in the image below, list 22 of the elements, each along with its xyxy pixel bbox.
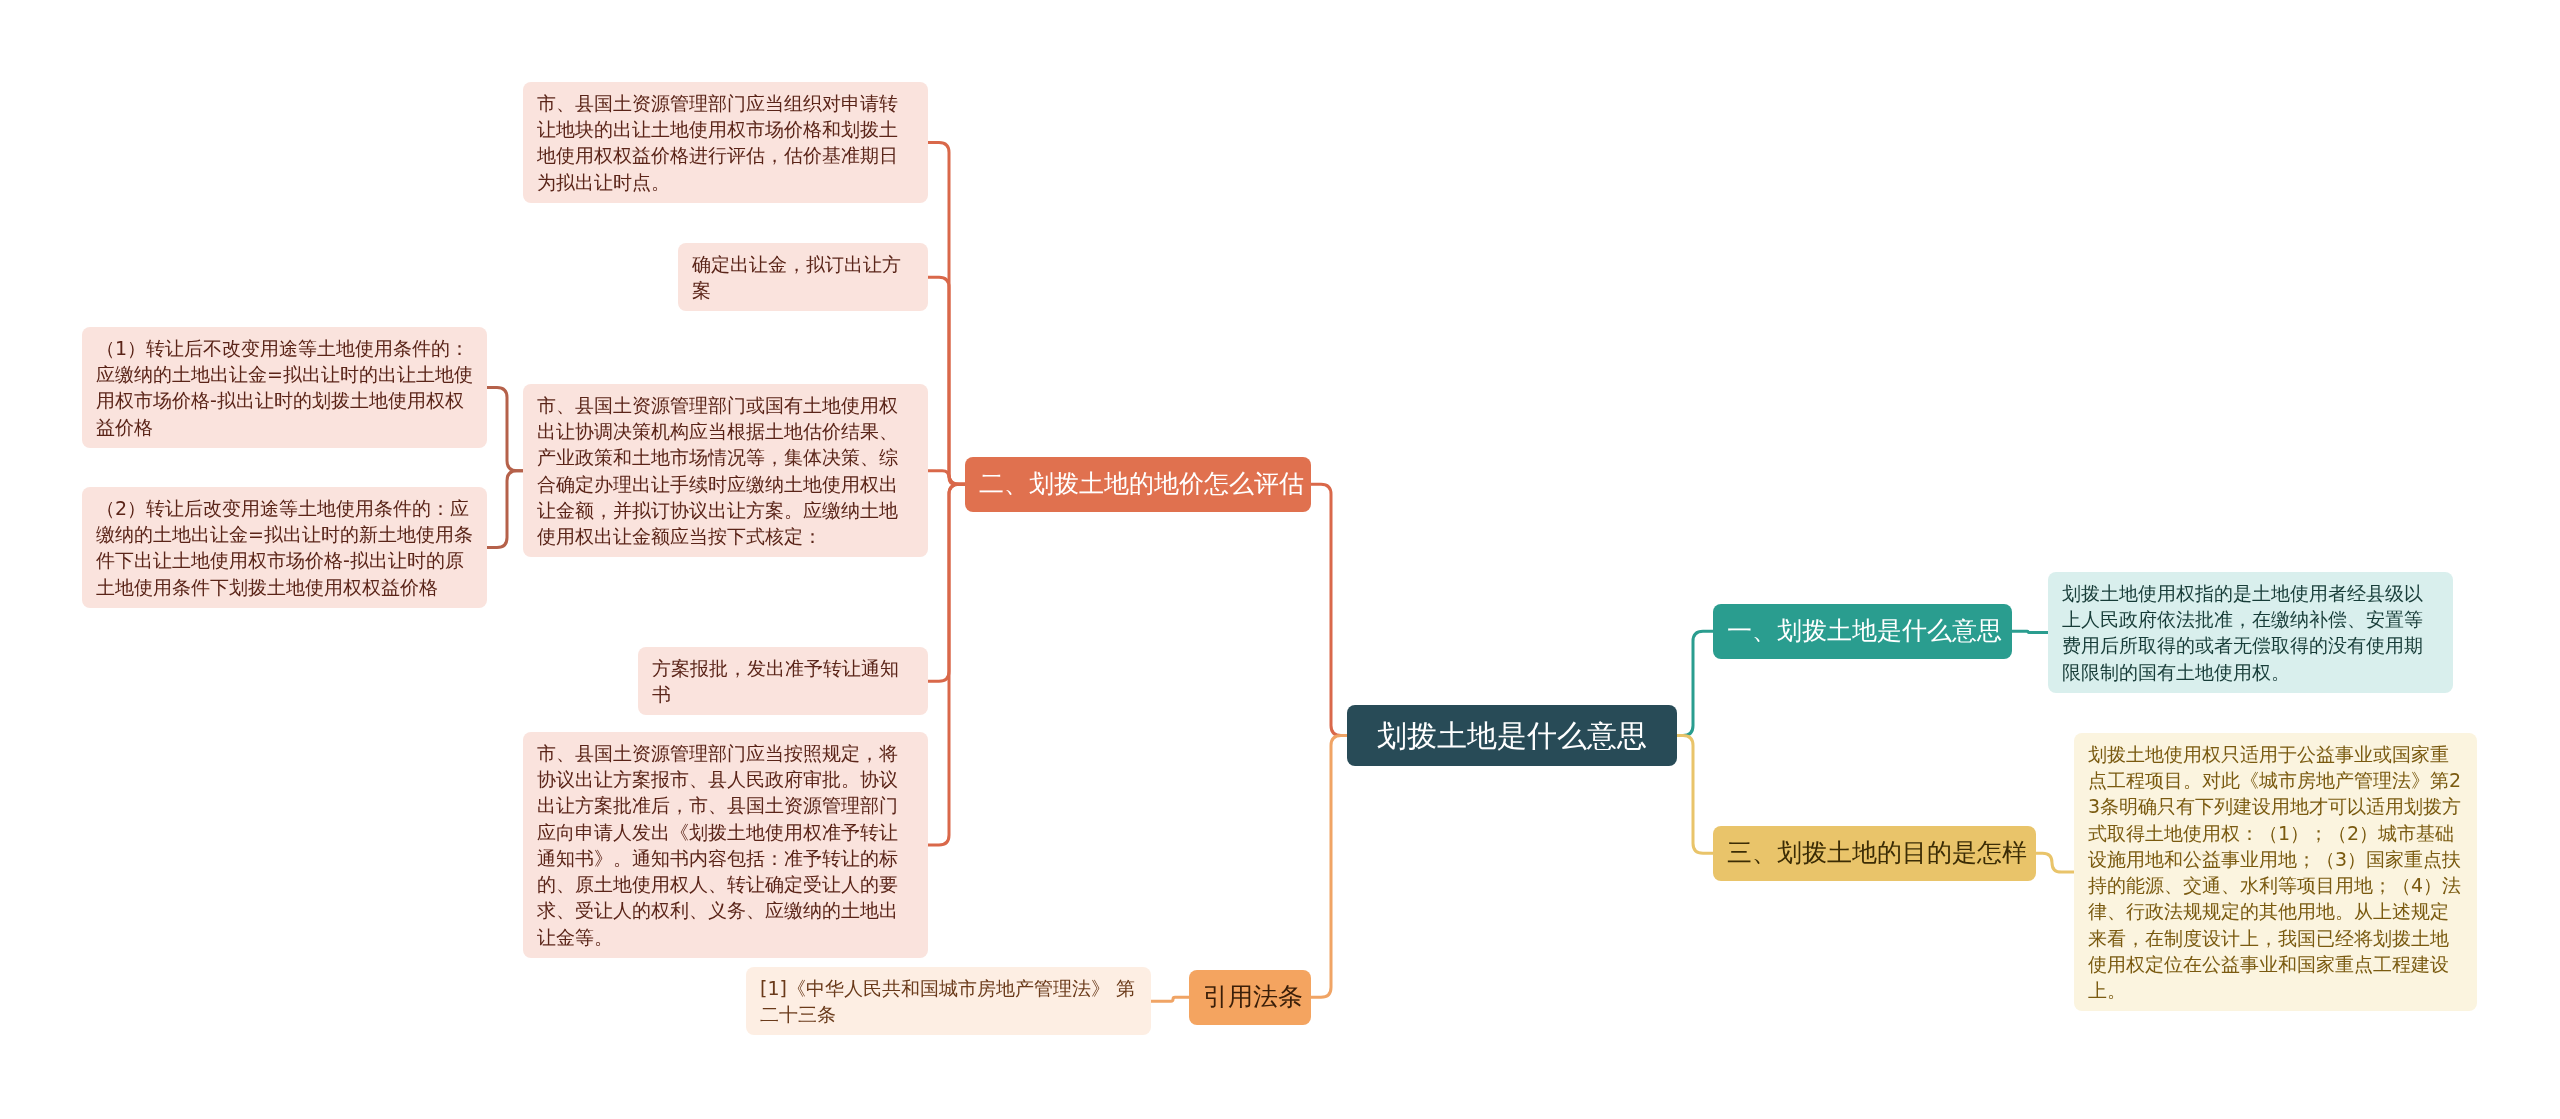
text-box: 市、县国土资源管理部门或国有土地使用权出让协调决策机构应当根据土地估价结果、产业政策和土地市场情况等，集体决策、综合确定办理出让手续时应缴纳土地使用权出让金额，并拟订协议出让方案。应缴纳土地使用权出让金额应当按下式核定： [523,384,928,558]
connector-line [1151,995,1189,1003]
connector-line [2036,851,2074,874]
text-box: 划拨土地使用权指的是土地使用者经县级以上人民政府依法批准，在缴纳补偿、安置等费用后所取得的或者无偿取得的没有使用期限限制的国有土地使用权。 [2048,572,2453,693]
text-box: （1）转让后不改变用途等土地使用条件的：应缴纳的土地出让金=拟出让时的出让土地使用权市场价格-拟出让时的划拨土地使用权权益价格 [82,327,487,448]
text-box: 划拨土地使用权只适用于公益事业或国家重点工程项目。对此《城市房地产管理法》第23条明确只有下列建设用地才可以适用划拨方式取得土地使用权：（1）；（2）城市基础设施用地和公益事业用地；（3）国家重点扶持的能源、交通、水利等项目用地；（4）法律、行政法规规定的其他用地。从上述规定来看，在制度设计上，我国已经将划拨土地使用权定位在公益事业和国家重点工程建设上。 [2074,733,2477,1012]
branch-topic-box: 引用法条 [1189,970,1311,1025]
connector-line [1311,734,1347,999]
text-box: 确定出让金，拟订出让方案 [678,243,928,312]
text-box: 方案报批，发出准予转让通知书 [638,647,928,716]
branch-topic-box: 一、划拨土地是什么意思 [1713,604,2012,659]
text-box: [1]《中华人民共和国城市房地产管理法》 第二十三条 [746,967,1151,1036]
connector-line [1677,734,1713,855]
text-box: （2）转让后改变用途等土地使用条件的：应缴纳的土地出让金=拟出让时的新土地使用条件下出让土地使用权市场价格-拟出让时的原土地使用条件下划拨土地使用权权益价格 [82,487,487,608]
branch-topic-box: 三、划拨土地的目的是怎样 [1713,826,2036,881]
text-box: 市、县国土资源管理部门应当组织对申请转让地块的出让土地使用权市场价格和划拨土地使用权权益价格进行评估，估价基准期日为拟出让时点。 [523,82,928,203]
connector-line [2012,629,2048,634]
central-topic-box: 划拨土地是什么意思 [1347,705,1677,766]
branch-topic-box: 二、划拨土地的地价怎么评估 [965,457,1311,512]
connector-line [487,469,523,549]
text-box: 市、县国土资源管理部门应当按照规定，将协议出让方案报市、县人民政府审批。协议出让方案批准后，市、县国土资源管理部门应向申请人发出《划拨土地使用权准予转让通知书》。通知书内容包括：准予转让的标的、原土地使用权人、转让确定受让人的要求、受让人的权利、义务、应缴纳的土地出让金等。 [523,732,928,958]
connector-line [928,482,965,847]
